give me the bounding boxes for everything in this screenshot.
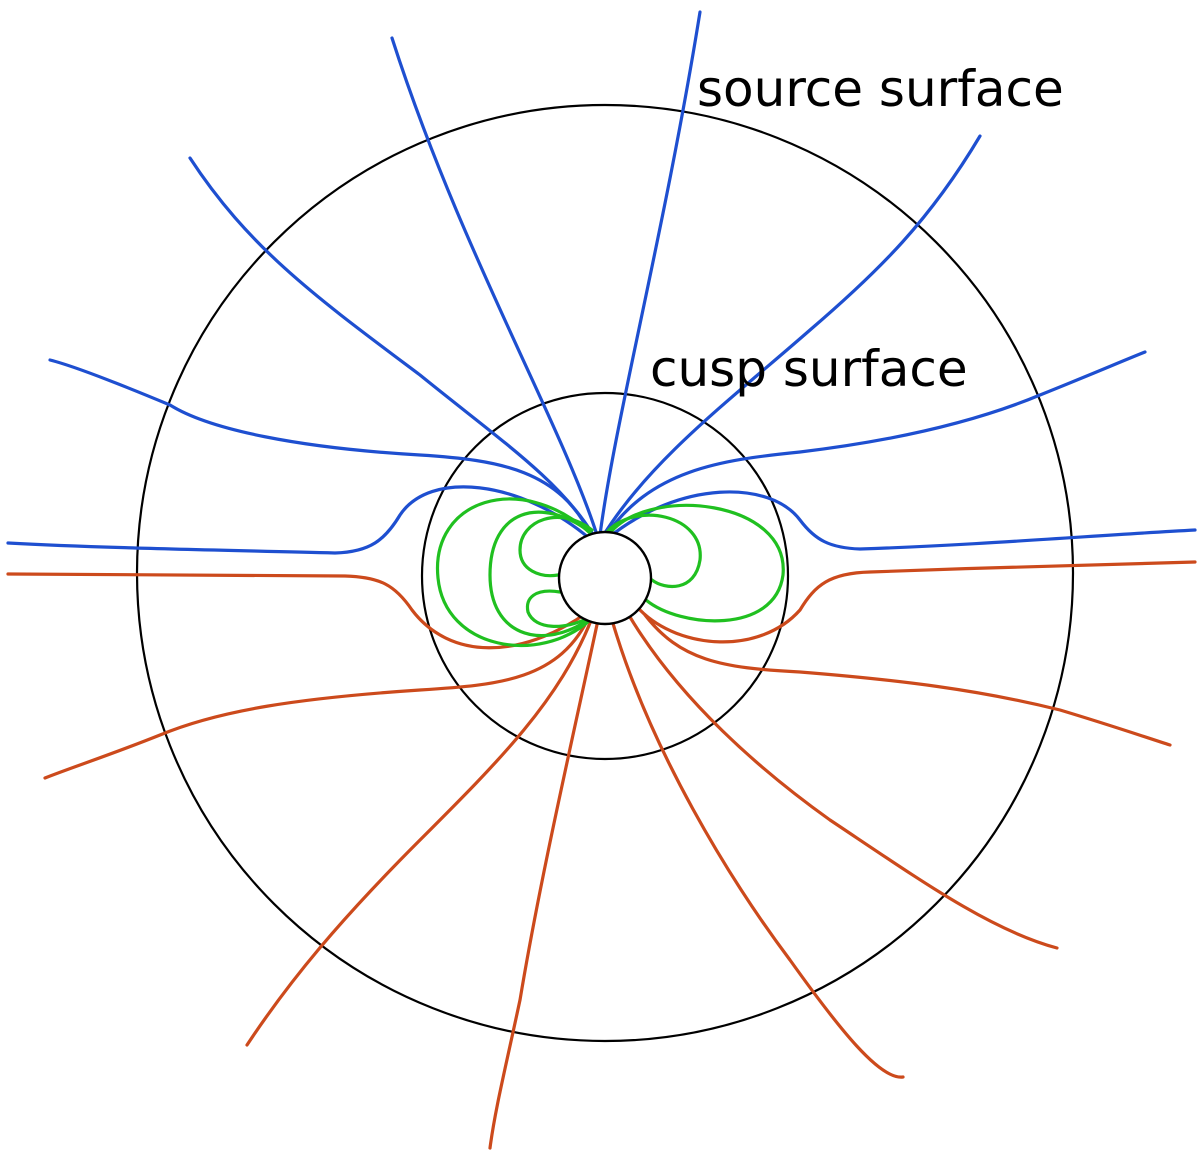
blue-field-line xyxy=(6,485,591,555)
red-field-line xyxy=(638,560,1197,644)
star-circle xyxy=(557,530,653,626)
red-field-line xyxy=(488,618,600,1150)
closed-field-loop xyxy=(608,503,785,623)
blue-field-line xyxy=(606,490,1197,551)
blue-field-line xyxy=(598,10,702,537)
cusp-surface-label: cusp surface xyxy=(650,340,968,398)
blue-field-line xyxy=(603,350,1147,539)
closed-field-loop xyxy=(518,515,594,578)
red-field-line xyxy=(643,613,1172,747)
blue-field-line xyxy=(601,134,982,538)
northern-open-field-lines xyxy=(6,10,1197,555)
source-surface-label: source surface xyxy=(697,60,1064,118)
blue-field-line xyxy=(48,358,594,539)
closed-field-loop xyxy=(525,589,590,628)
red-field-line xyxy=(628,615,1059,950)
blue-field-line xyxy=(188,156,596,538)
red-field-line xyxy=(6,572,590,650)
blue-field-line xyxy=(390,36,599,537)
cusp-surface-circle xyxy=(420,391,790,761)
closed-field-loop xyxy=(435,497,592,648)
closed-field-loop xyxy=(604,513,702,588)
red-field-line xyxy=(245,616,594,1047)
closed-field-loop xyxy=(488,510,592,638)
red-field-line xyxy=(43,613,592,780)
red-field-line xyxy=(610,618,905,1079)
source-surface-circle xyxy=(135,103,1075,1043)
southern-open-field-lines xyxy=(6,560,1197,1150)
closed-field-loops xyxy=(435,497,785,648)
